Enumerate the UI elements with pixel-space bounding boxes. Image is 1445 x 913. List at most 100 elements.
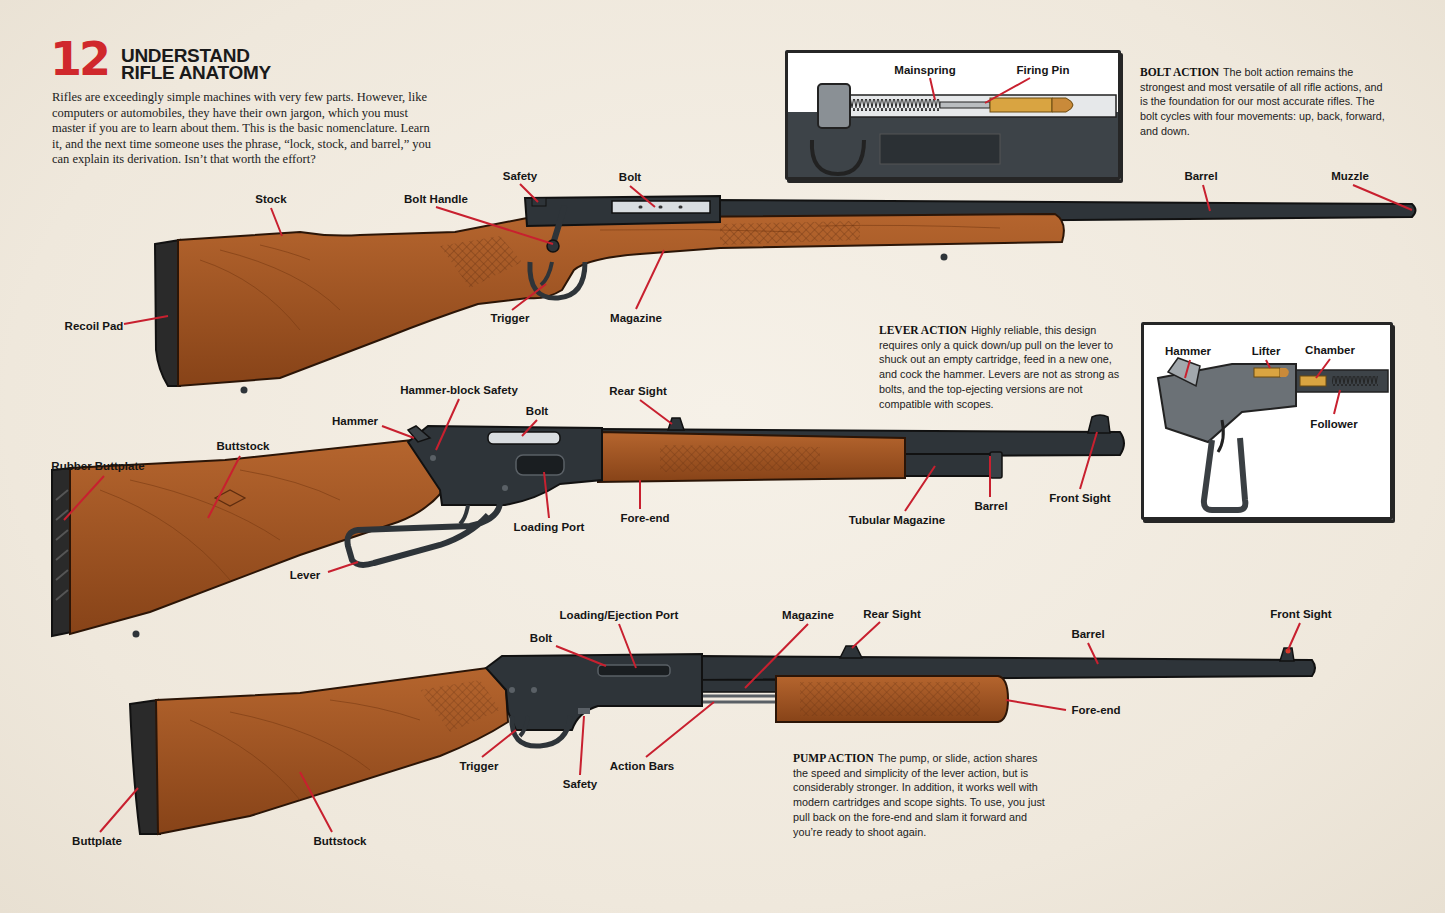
inset-box: HammerLifterChamberFollower (1141, 322, 1393, 520)
part-label: Rear Sight (863, 608, 921, 620)
receiver (486, 654, 702, 730)
part-label: Action Bars (610, 760, 675, 772)
callout-number-block: 12 (50, 36, 108, 82)
magazine-spring (1332, 376, 1378, 386)
pin (531, 687, 537, 693)
forend-shape (598, 432, 905, 482)
magazine-well (880, 134, 1000, 164)
front-sight-shape (1088, 415, 1110, 433)
inset-box: Mainspring Firing Pin (785, 50, 1121, 180)
wood-grain (200, 225, 1000, 330)
part-label-block: Hammer (332, 415, 378, 427)
lever-shape (347, 503, 500, 565)
part-label: Stock (255, 193, 286, 205)
hammer-shape (408, 426, 430, 442)
part-label: Front Sight (1049, 492, 1110, 504)
forend-shape (776, 676, 1008, 722)
part-label-block: Hammer-block Safety (400, 384, 518, 396)
part-label: Loading Port (514, 521, 585, 533)
buttstock-shape (156, 668, 508, 834)
mainspring-coil (850, 99, 940, 111)
lever-loop (1204, 438, 1245, 510)
part-label: Bolt (526, 405, 548, 417)
part-label-block: Rear Sight (609, 385, 667, 397)
part-label-block: Buttstock (313, 835, 366, 847)
trigger-guard (512, 716, 570, 746)
part-label: Buttstock (216, 440, 269, 452)
trigger-shape (520, 716, 528, 736)
part-label: Front Sight (1270, 608, 1331, 620)
pin (430, 455, 436, 461)
part-label: Hammer-block Safety (400, 384, 518, 396)
part-label-block: Magazine (610, 312, 662, 324)
part-label: Barrel (1071, 628, 1104, 640)
part-label-block: Barrel (1071, 628, 1104, 640)
part-label: Magazine (782, 609, 834, 621)
part-label: Firing Pin (1016, 64, 1069, 76)
bullet (1280, 368, 1289, 377)
sling-swivel (941, 254, 948, 261)
safety-button (578, 708, 590, 714)
callout-number: 12 (50, 32, 108, 86)
intro-text-block: Rifles are exceedingly simple machines w… (52, 90, 442, 168)
leader-lines (930, 78, 1030, 103)
lever-action-rifle (52, 399, 1124, 638)
part-label-block: Loading/Ejection Port (560, 609, 679, 621)
part-label: Buttplate (72, 835, 122, 847)
action-bar-shapes (700, 696, 780, 702)
chamber-section (1290, 370, 1388, 392)
part-label: Buttstock (313, 835, 366, 847)
receiver (525, 196, 720, 226)
part-label-block: Bolt (530, 632, 552, 644)
inlay-diamond (215, 490, 245, 506)
barrel-band (990, 452, 1002, 478)
magazine-tube (903, 454, 1000, 476)
section-text-block: PUMP ACTIONThe pump, or slide, action sh… (793, 751, 1051, 839)
trigger (1218, 420, 1223, 452)
part-label-block: Trigger (491, 312, 530, 324)
part-label-block: Tubular Magazine (849, 514, 945, 526)
part-label-block: Trigger (460, 760, 499, 772)
part-label-block: Fore-end (1071, 704, 1120, 716)
front-sight-shape (1280, 648, 1294, 661)
part-label-block: Bolt Handle (404, 193, 468, 205)
part-label: Trigger (460, 760, 499, 772)
part-label: Lifter (1252, 345, 1281, 357)
bolt-cutaway (788, 78, 1118, 177)
wood-grain (190, 700, 420, 800)
forend-checkering (720, 221, 860, 245)
pump-action-rifle (100, 622, 1315, 834)
part-label: Follower (1310, 418, 1357, 430)
bolt-handle-shape (553, 208, 564, 244)
recoil-pad-shape (155, 240, 180, 386)
section-text-block: LEVER ACTIONHighly reliable, this design… (879, 323, 1131, 411)
hammer-shape (1168, 358, 1200, 386)
part-label: Mainspring (894, 64, 955, 76)
part-label: Bolt (530, 632, 552, 644)
loading-port-shape (516, 455, 564, 475)
forend-checkering (800, 682, 980, 716)
trigger-shape (541, 262, 552, 285)
grip-checkering (420, 680, 500, 732)
rear-sight-shape (840, 646, 862, 658)
section-body: Highly reliable, this design requires on… (879, 324, 1119, 410)
part-label-block: Barrel (974, 500, 1007, 512)
section-text-block: BOLT ACTIONThe bolt action remains the s… (1140, 65, 1386, 139)
part-label-block: Fore-end (620, 512, 669, 524)
part-label-block: Rubber Buttplate (51, 460, 144, 472)
part-label-block: Recoil Pad (65, 320, 124, 332)
bolt-action-rifle (124, 184, 1416, 394)
bolt-shroud (818, 84, 850, 128)
part-label: Fore-end (1071, 704, 1120, 716)
bolt-dots (640, 206, 681, 209)
receiver (408, 426, 602, 505)
inset-background (1141, 322, 1393, 520)
part-label: Rear Sight (609, 385, 667, 397)
part-label-block: Barrel (1184, 170, 1217, 182)
bolt-channel (820, 95, 1116, 117)
part-label: Chamber (1305, 344, 1355, 356)
part-label-block: Rear Sight (863, 608, 921, 620)
page-title: UNDERSTAND RIFLE ANATOMY (121, 47, 291, 81)
part-label-block: Muzzle (1331, 170, 1369, 182)
